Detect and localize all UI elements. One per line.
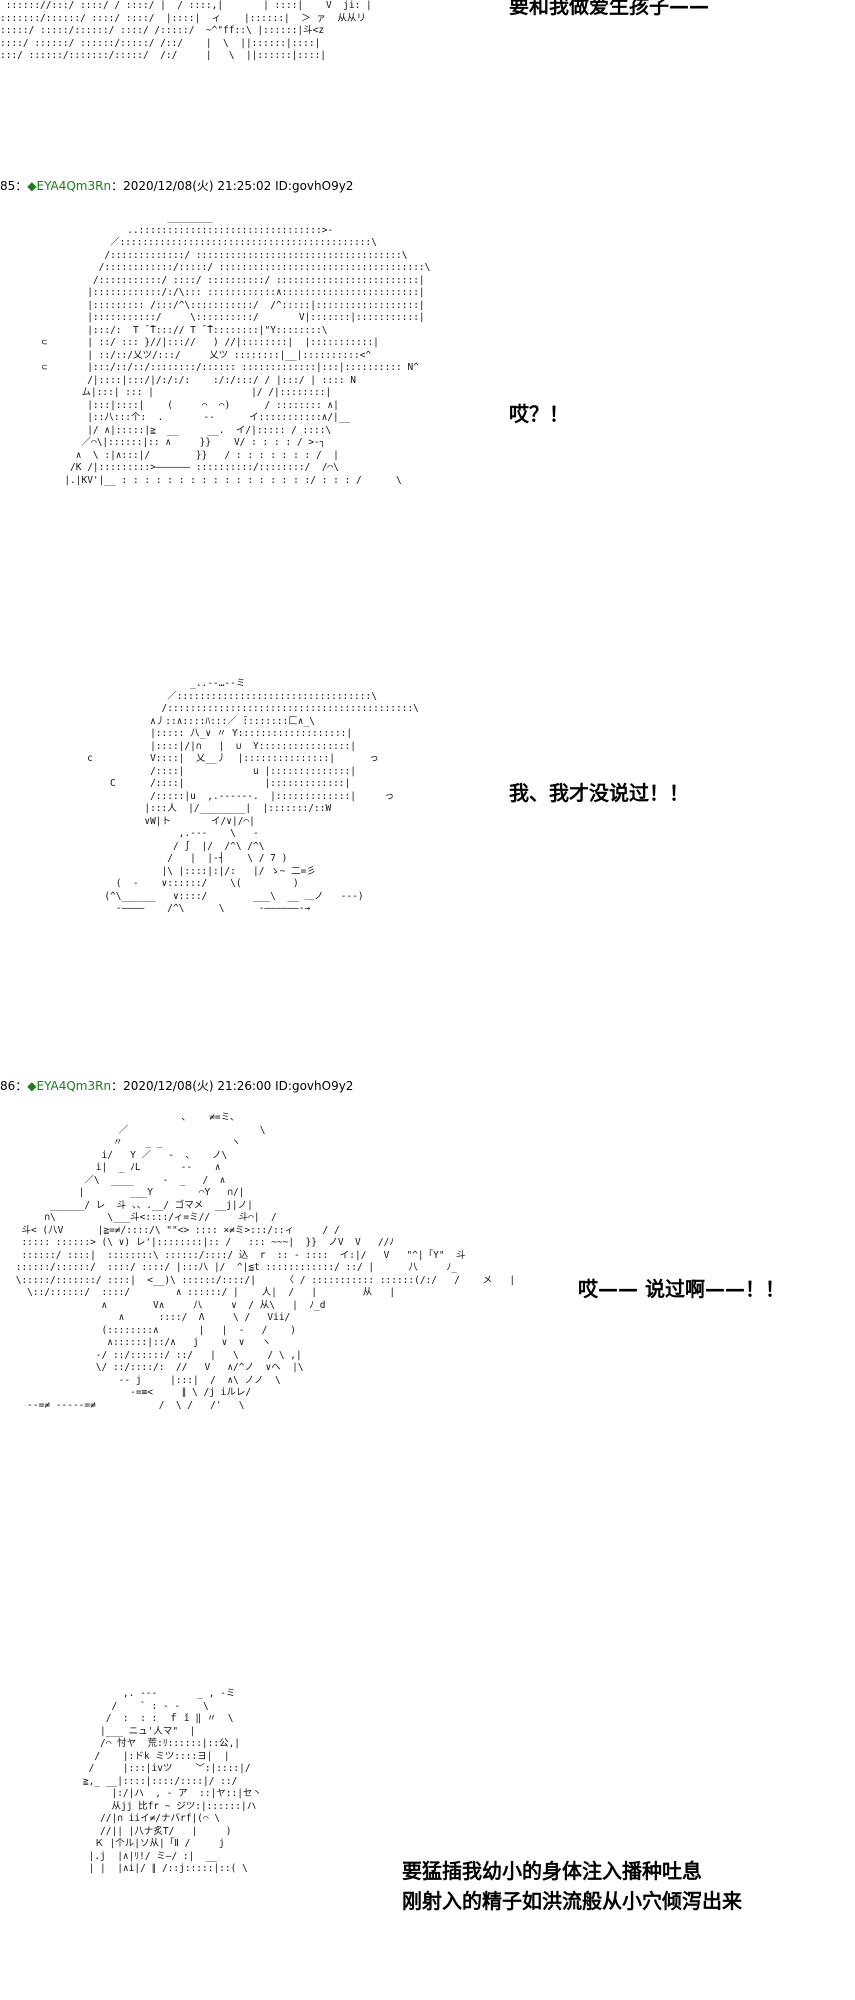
ascii-art-panel-3: _..-‐…‐-ミ ／:::::::::::::::::::::::::::::…: [87, 678, 419, 914]
post-meta-separator: ：: [111, 1079, 124, 1093]
post-meta: 2020/12/08(火) 21:26:00 ID:govhO9y2: [123, 1079, 354, 1093]
ascii-art-panel-5: ,. ‐‐‐ _ , ‐ミ / ` : ‐ ‐ \ / : : : ｆ ǐ ‖ …: [82, 1688, 262, 1874]
dialogue-line-4: 哎—— 说过啊——！！: [578, 1277, 785, 1301]
dialogue-line-3: 我、我才没说过！！: [509, 781, 689, 805]
ascii-art-panel-1: :::::://:::/ ::::/ / ::::/ | / ::::,| | …: [0, 0, 372, 61]
post-header-85: 85：◆EYA4Qm3Rn：2020/12/08(火) 21:25:02 ID:…: [0, 178, 353, 194]
post-number: 85: [0, 179, 16, 193]
post-number: 86: [0, 1079, 16, 1093]
ascii-art-panel-4: ､ ≠=ミ､ ／ \ 〃 _ _ ヽ i/ Y ／ ‐ 、 ノ\ i| _ ﾉL…: [15, 1112, 516, 1411]
post-meta-separator: ：: [111, 179, 124, 193]
dialogue-line-2: 哎？！: [509, 402, 569, 426]
post-header-86: 86：◆EYA4Qm3Rn：2020/12/08(火) 21:26:00 ID:…: [0, 1078, 353, 1094]
dialogue-line-5b: 刚射入的精子如洪流般从小穴倾泻出来: [402, 1889, 742, 1913]
dialogue-line-5a: 要猛插我幼小的身体注入播种吐息: [402, 1859, 702, 1883]
post-trip[interactable]: ◆EYA4Qm3Rn: [27, 1079, 112, 1093]
post-meta: 2020/12/08(火) 21:25:02 ID:govhO9y2: [123, 179, 354, 193]
dialogue-line-1: 要和我做爱生孩子——: [509, 0, 709, 18]
post-separator: ：: [15, 179, 28, 193]
ascii-art-panel-2: ________ ..:::::::::::::::::::::::::::::…: [41, 212, 431, 486]
post-trip[interactable]: ◆EYA4Qm3Rn: [27, 179, 112, 193]
dialogue-line-5: 要猛插我幼小的身体注入播种吐息 刚射入的精子如洪流般从小穴倾泻出来: [402, 1856, 742, 1916]
post-separator: ：: [15, 1079, 28, 1093]
